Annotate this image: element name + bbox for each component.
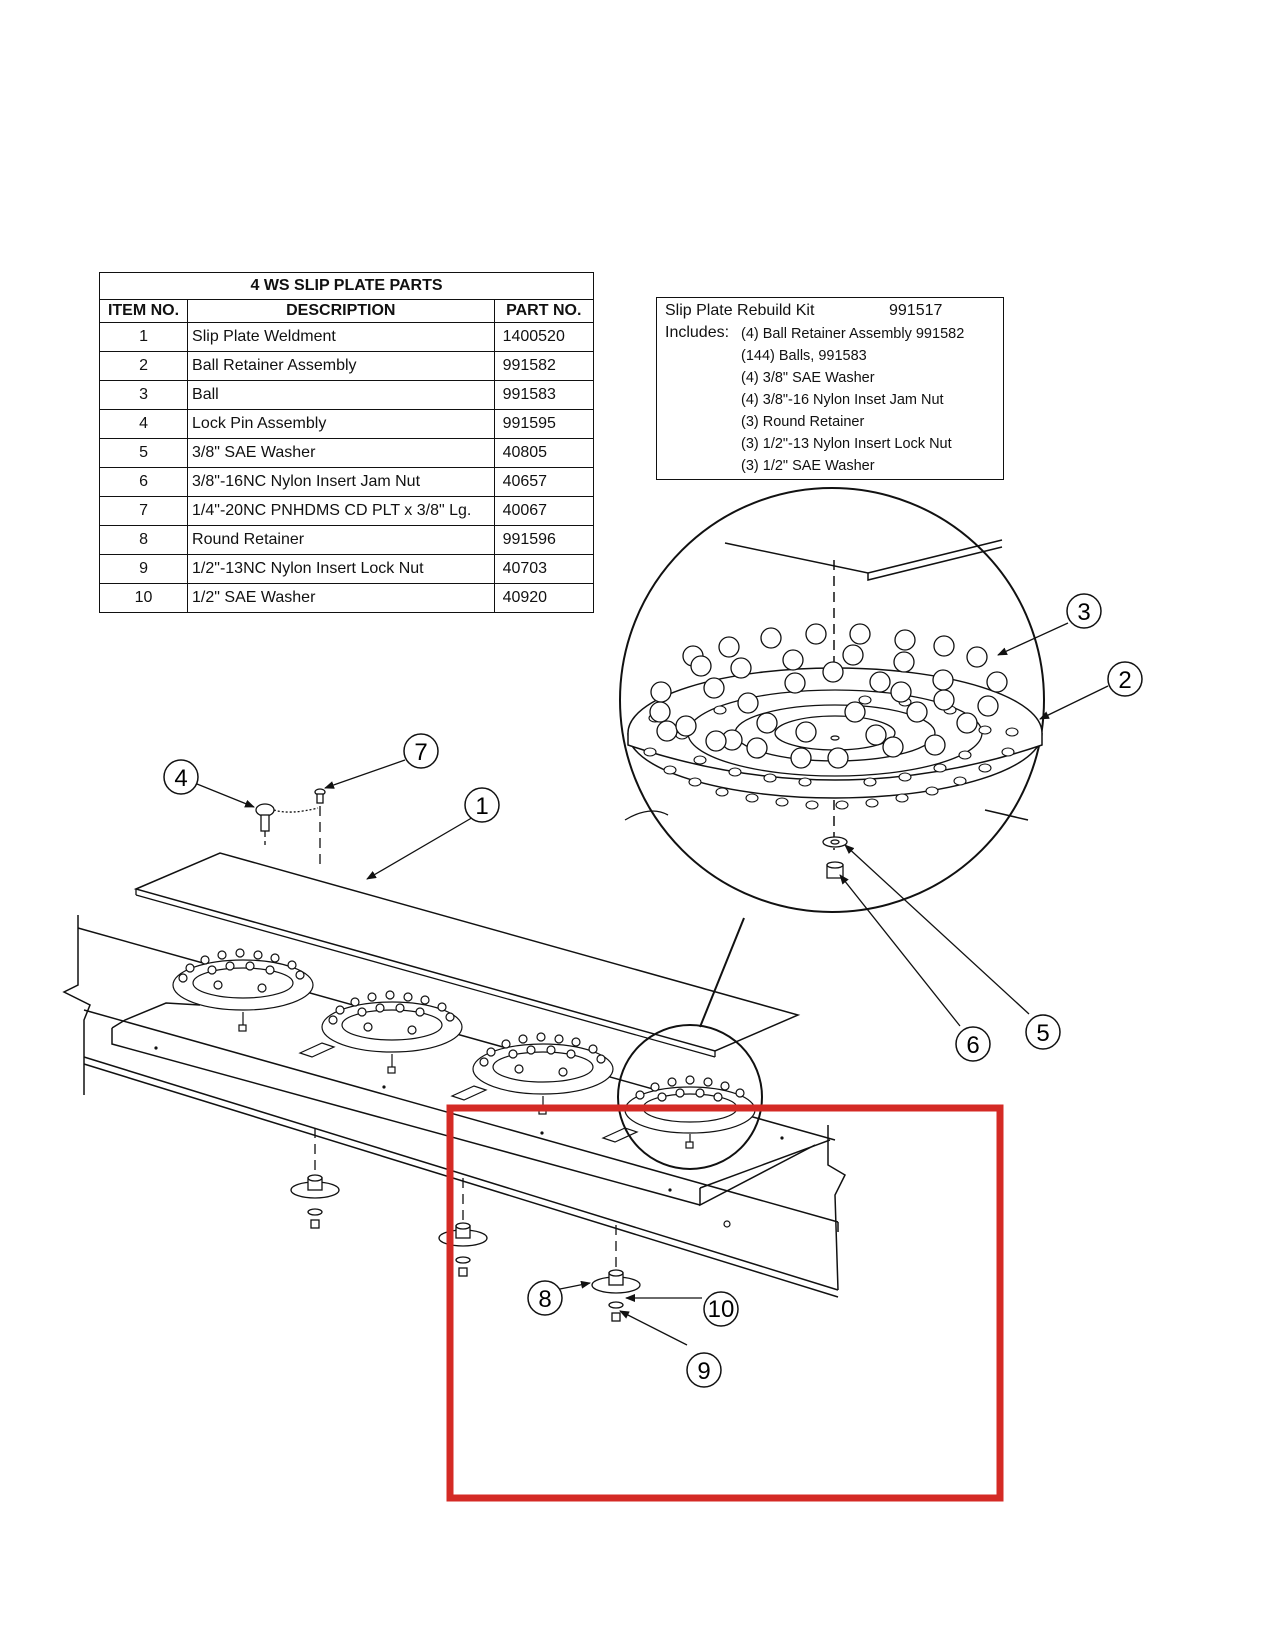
callout-label-7: 7 bbox=[414, 739, 427, 766]
callout-6: 6 bbox=[955, 1026, 991, 1062]
description: Lock Pin Assembly bbox=[187, 409, 495, 439]
round-retainer-assembly-2 bbox=[438, 1178, 488, 1277]
description: 3/8"-16NC Nylon Insert Jam Nut bbox=[187, 467, 495, 497]
callouts bbox=[196, 622, 1109, 1346]
highlight-box bbox=[446, 1104, 1004, 1502]
item-no: 5 bbox=[98, 438, 189, 468]
item-no: 8 bbox=[98, 525, 189, 555]
callout-7: 7 bbox=[403, 733, 439, 769]
table-row: 6 3/8"-16NC Nylon Insert Jam Nut 40657 bbox=[98, 467, 595, 497]
kit-item: (3) 1/2"-13 Nylon Insert Lock Nut bbox=[741, 436, 952, 452]
channel-holes bbox=[154, 1046, 784, 1228]
callout-10: 10 bbox=[703, 1291, 739, 1327]
header-part-no: PART NO. bbox=[493, 299, 595, 323]
table-row: 2 Ball Retainer Assembly 991582 bbox=[98, 351, 595, 381]
ball-retainer-cluster-2 bbox=[321, 990, 463, 1074]
round-retainer-assembly-1 bbox=[290, 1128, 340, 1229]
part-no: 40703 bbox=[493, 554, 595, 584]
kit-number: 991517 bbox=[889, 302, 943, 319]
detail-callout-circle-small bbox=[617, 1024, 763, 1170]
kit-item: (144) Balls, 991583 bbox=[741, 348, 867, 364]
table-row: 1 Slip Plate Weldment 1400520 bbox=[98, 322, 595, 352]
table-row: 3 Ball 991583 bbox=[98, 380, 595, 410]
detail-washer-and-nut bbox=[822, 836, 848, 879]
kit-name: Slip Plate Rebuild Kit bbox=[665, 302, 815, 319]
callout-label-6: 6 bbox=[966, 1032, 979, 1059]
table-row: 4 Lock Pin Assembly 991595 bbox=[98, 409, 595, 439]
description: 1/2" SAE Washer bbox=[187, 583, 495, 613]
kit-item: (4) 3/8"-16 Nylon Inset Jam Nut bbox=[741, 392, 944, 408]
table-row: 9 1/2"-13NC Nylon Insert Lock Nut 40703 bbox=[98, 554, 595, 584]
description: 1/2"-13NC Nylon Insert Lock Nut bbox=[187, 554, 495, 584]
channel-slots bbox=[298, 1042, 639, 1143]
table-row: 10 1/2" SAE Washer 40920 bbox=[98, 583, 595, 613]
callout-label-5: 5 bbox=[1036, 1020, 1049, 1047]
part-no: 40805 bbox=[493, 438, 595, 468]
item-no: 10 bbox=[98, 583, 189, 613]
pan-head-screw bbox=[314, 788, 326, 870]
balls bbox=[649, 623, 1008, 769]
part-no: 991582 bbox=[493, 351, 595, 381]
part-no: 40067 bbox=[493, 496, 595, 526]
callout-2: 2 bbox=[1107, 661, 1143, 697]
description: Ball bbox=[187, 380, 495, 410]
description: Slip Plate Weldment bbox=[187, 322, 495, 352]
callout-1: 1 bbox=[464, 787, 500, 823]
rebuild-kit-box: Slip Plate Rebuild Kit 991517 Includes: … bbox=[656, 297, 1004, 480]
parts-table: 4 WS SLIP PLATE PARTS ITEM NO. DESCRIPTI… bbox=[98, 272, 595, 613]
callout-label-4: 4 bbox=[174, 765, 187, 792]
callout-label-10: 10 bbox=[708, 1296, 735, 1323]
slip-plate bbox=[133, 852, 801, 1052]
kit-item: (3) 1/2" SAE Washer bbox=[741, 458, 875, 474]
description: Ball Retainer Assembly bbox=[187, 351, 495, 381]
callout-label-1: 1 bbox=[475, 793, 488, 820]
part-no: 991583 bbox=[493, 380, 595, 410]
parts-table-title: 4 WS SLIP PLATE PARTS bbox=[99, 272, 594, 300]
part-no: 40920 bbox=[493, 583, 595, 613]
item-no: 4 bbox=[98, 409, 189, 439]
callout-label-8: 8 bbox=[538, 1286, 551, 1313]
callout-label-9: 9 bbox=[697, 1358, 710, 1385]
callout-4: 4 bbox=[163, 759, 199, 795]
part-no: 991595 bbox=[493, 409, 595, 439]
lock-pin-assembly bbox=[255, 803, 319, 845]
table-row: 8 Round Retainer 991596 bbox=[98, 525, 595, 555]
callout-label-2: 2 bbox=[1118, 667, 1131, 694]
item-no: 2 bbox=[98, 351, 189, 381]
callout-3: 3 bbox=[1066, 593, 1102, 629]
description: 1/4"-20NC PNHDMS CD PLT x 3/8" Lg. bbox=[187, 496, 495, 526]
kit-item: (3) Round Retainer bbox=[741, 414, 865, 430]
detail-connector-line bbox=[699, 917, 745, 1028]
callout-5: 5 bbox=[1025, 1014, 1061, 1050]
ball-retainer-cluster-1 bbox=[172, 948, 314, 1032]
round-retainer-assembly-3 bbox=[591, 1225, 641, 1322]
kit-item: (4) Ball Retainer Assembly 991582 bbox=[741, 326, 965, 342]
ball-retainer-cluster-3 bbox=[472, 1032, 614, 1115]
header-item-no: ITEM NO. bbox=[98, 299, 189, 323]
part-no: 991596 bbox=[493, 525, 595, 555]
callout-label-3: 3 bbox=[1077, 599, 1090, 626]
kit-item: (4) 3/8" SAE Washer bbox=[741, 370, 875, 386]
callout-9: 9 bbox=[686, 1352, 722, 1388]
item-no: 3 bbox=[98, 380, 189, 410]
table-row: 5 3/8" SAE Washer 40805 bbox=[98, 438, 595, 468]
part-no: 40657 bbox=[493, 467, 595, 497]
table-row: 7 1/4"-20NC PNHDMS CD PLT x 3/8" Lg. 400… bbox=[98, 496, 595, 526]
part-no: 1400520 bbox=[493, 322, 595, 352]
callout-8: 8 bbox=[527, 1280, 563, 1316]
kit-includes-label: Includes: bbox=[665, 324, 730, 341]
